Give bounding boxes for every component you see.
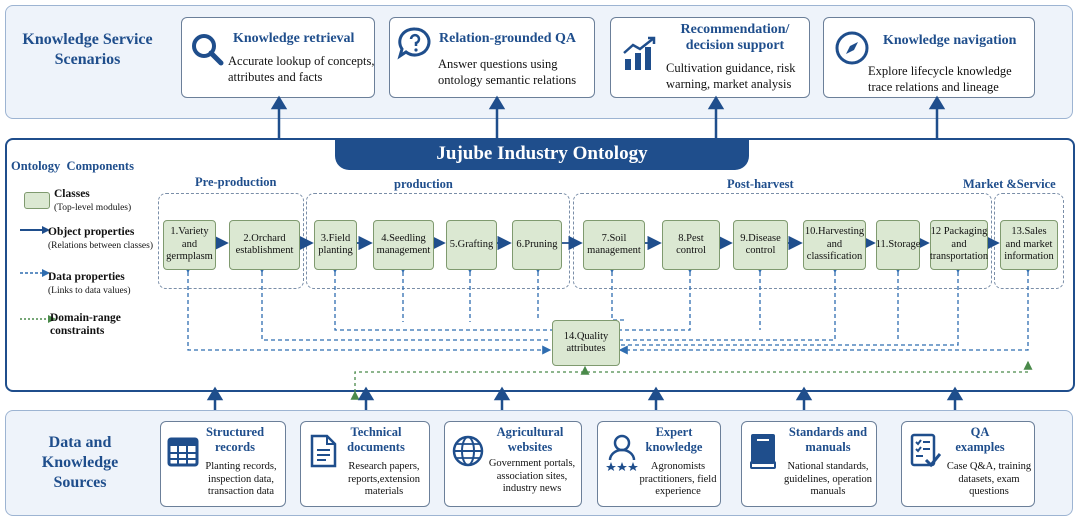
service-card-desc: Answer questions using ontology semantic… xyxy=(438,57,577,87)
legend-class-swatch xyxy=(24,192,50,209)
compass-icon xyxy=(835,31,869,65)
class-seedling-management: 4.Seedling management xyxy=(373,220,434,270)
class-quality-attributes: 14.Quality attributes xyxy=(552,320,620,366)
legend-label: Data properties xyxy=(48,271,125,283)
service-card-title: Knowledge retrieval xyxy=(233,31,355,46)
class-orchard-establishment: 2.Orchard establishment xyxy=(229,220,300,270)
object-property-line-icon xyxy=(20,226,50,234)
service-arrows xyxy=(270,95,946,138)
source-title: Agricultural websites xyxy=(496,425,564,454)
magnifier-icon xyxy=(192,34,224,66)
class-soil-management: 7.Soil management xyxy=(583,220,645,270)
chat-question-icon xyxy=(397,27,431,60)
service-card-retrieval xyxy=(181,17,375,98)
legend-classes: Classes (Top-level modules) xyxy=(54,188,131,215)
service-scenarios-title: Knowledge Service Scenarios xyxy=(22,31,153,68)
class-harvesting-classification: 10.Harvesting and classification xyxy=(803,220,866,270)
service-card-title: Recommendation/ decision support xyxy=(680,22,790,53)
phase-label: Post-harvest xyxy=(727,177,794,191)
service-card-desc: Explore lifecycle knowledge trace relati… xyxy=(868,64,1012,94)
service-card-navigation xyxy=(823,17,1035,98)
source-card-expert xyxy=(597,421,721,507)
checklist-icon xyxy=(910,433,941,468)
source-title: QA examples xyxy=(955,425,1005,454)
class-pruning: 6.Pruning xyxy=(512,220,562,270)
ontology-banner: Jujube Industry Ontology xyxy=(335,138,749,170)
expert-icon xyxy=(606,434,638,471)
phase-label: Market &Service xyxy=(963,177,1056,191)
sources-title: Data and Knowledge Sources xyxy=(41,434,119,491)
data-property-line-icon xyxy=(20,269,50,277)
phase-label: Pre-production xyxy=(195,175,277,189)
legend-sub: (Top-level modules) xyxy=(54,203,132,213)
class-variety-germplasm: 1.Variety and germplasm xyxy=(163,220,216,270)
phase-label: production xyxy=(394,177,453,191)
domain-range-line-icon xyxy=(20,315,56,323)
legend-label: Object properties xyxy=(48,226,135,238)
class-sales-market: 13.Sales and market information xyxy=(1000,220,1058,270)
service-card-title: Knowledge navigation xyxy=(883,33,1017,48)
class-field-planting: 3.Field planting xyxy=(314,220,357,270)
service-card-title: Relation-grounded QA xyxy=(439,31,577,46)
globe-icon xyxy=(452,435,484,467)
legend-label: Classes xyxy=(54,188,90,200)
class-grafting: 5.Grafting xyxy=(446,220,497,270)
class-storage: 11.Storage xyxy=(876,220,920,270)
service-card-desc: Accurate lookup of concepts, attributes … xyxy=(228,54,375,84)
source-desc: National standards, guidelines, operatio… xyxy=(783,461,873,497)
source-desc: Planting records, inspection data, trans… xyxy=(205,461,277,497)
source-title: Technical documents xyxy=(347,425,405,454)
source-title: Standards and manuals xyxy=(788,425,868,454)
source-card-structured xyxy=(160,421,286,507)
source-desc: Case Q&A, training datasets, exam questi… xyxy=(946,461,1032,497)
service-card-desc: Cultivation guidance, risk warning, mark… xyxy=(666,61,796,91)
document-icon xyxy=(310,434,337,468)
growth-chart-icon xyxy=(623,36,656,70)
legend-sub: (Relations between classes) xyxy=(48,241,153,251)
service-card-recommendation xyxy=(610,17,810,98)
book-icon xyxy=(750,434,776,469)
source-desc: Government portals, association sites, i… xyxy=(488,458,576,494)
legend-sub: (Links to data values) xyxy=(48,286,131,296)
components-title: Ontology Components xyxy=(11,159,134,173)
legend-domain-range: Domain-range constraints xyxy=(50,312,121,337)
source-desc: Research papers, reports,extension mater… xyxy=(347,461,421,497)
table-icon xyxy=(167,437,199,467)
class-disease-control: 9.Disease control xyxy=(733,220,788,270)
legend-object-properties: Object properties (Relations between cla… xyxy=(48,226,153,253)
class-pest-control: 8.Pest control xyxy=(662,220,720,270)
source-title: Structured records xyxy=(205,425,265,454)
source-desc: Agronomists practitioners, field experie… xyxy=(639,461,717,497)
legend-data-properties: Data properties (Links to data values) xyxy=(48,271,131,298)
class-packaging-transportation: 12 Packaging and transportation xyxy=(930,220,988,270)
source-title: Expert knowledge xyxy=(645,425,703,454)
